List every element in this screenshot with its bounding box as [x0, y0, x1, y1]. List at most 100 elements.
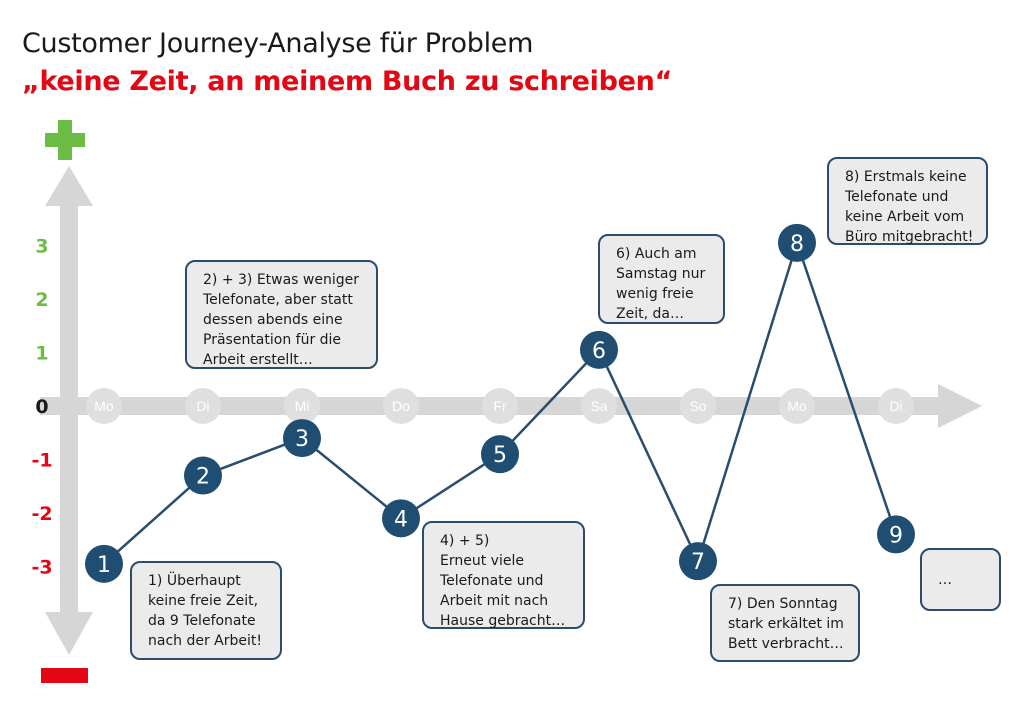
day-label: Mo — [787, 398, 807, 414]
journey-point-circle — [184, 456, 222, 495]
y-axis-label: -3 — [31, 557, 52, 579]
annotation-line: wenig freie — [616, 286, 694, 302]
page-title: Customer Journey-Analyse für Problem — [22, 28, 534, 59]
journey-point: 7 — [679, 542, 717, 581]
annotation-line: Arbeit erstellt… — [203, 352, 313, 368]
day-marker-circle — [284, 388, 320, 424]
day-marker-circle — [779, 388, 815, 424]
day-marker: So — [680, 388, 716, 424]
y-axis-label: -2 — [31, 503, 52, 525]
annotation-line: … — [938, 572, 952, 588]
plus-icon — [45, 120, 85, 160]
journey-point-label: 4 — [394, 507, 408, 532]
day-label: So — [689, 398, 706, 414]
annotation-line: Erneut viele — [440, 553, 524, 569]
journey-point: 2 — [184, 456, 222, 495]
day-marker: Do — [383, 388, 419, 424]
minus-icon — [41, 668, 88, 683]
day-marker-circle — [185, 388, 221, 424]
annotation-line: 4) + 5) — [440, 533, 490, 549]
y-axis-label: 0 — [35, 396, 48, 418]
journey-point-circle — [778, 223, 816, 262]
journey-point-circle — [877, 515, 915, 554]
day-marker: Mo — [779, 388, 815, 424]
annotation-note: 1) Überhaupt keine freie Zeit, da 9 Telefo… — [130, 561, 282, 660]
journey-point: 4 — [382, 499, 420, 538]
day-marker-circle — [383, 388, 419, 424]
annotation-line: Samstag nur — [616, 266, 706, 282]
day-marker: Mo — [86, 388, 122, 424]
journey-point-label: 2 — [196, 465, 210, 490]
annotation-note: … — [920, 548, 1001, 611]
day-marker-circle — [581, 388, 617, 424]
y-axis-label: 2 — [35, 289, 48, 311]
annotation-line: keine freie Zeit, — [148, 593, 259, 609]
annotation-line: Büro mitgebracht! — [845, 229, 974, 245]
journey-point-label: 6 — [592, 339, 606, 364]
journey-point-circle — [85, 544, 123, 583]
vertical-axis-up-arrow — [45, 166, 93, 206]
annotation-line: Telefonate, aber statt — [203, 292, 353, 308]
day-label: Do — [392, 398, 410, 414]
journey-point: 5 — [481, 435, 519, 474]
y-axis-label: 1 — [35, 343, 48, 365]
annotation-line: 1) Überhaupt — [148, 573, 241, 589]
journey-point-label: 7 — [691, 550, 705, 575]
journey-point-label: 3 — [295, 427, 309, 452]
y-axis-label: 3 — [35, 236, 48, 258]
day-label: Sa — [590, 398, 607, 414]
day-marker: Sa — [581, 388, 617, 424]
journey-point: 6 — [580, 330, 618, 369]
annotation-line: 2) + 3) Etwas weniger — [203, 272, 360, 288]
annotation-line: da 9 Telefonate — [148, 613, 256, 629]
day-label: Mo — [94, 398, 114, 414]
annotation-note: 7) Den Sonntag stark erkältet im Bett verb… — [710, 584, 860, 662]
y-axis-label: -1 — [31, 450, 52, 472]
annotation-line: Arbeit mit nach — [440, 593, 549, 609]
annotation-line: 8) Erstmals keine — [845, 169, 967, 185]
journey-point-circle — [580, 330, 618, 369]
journey-point-circle — [679, 542, 717, 581]
journey-point: 1 — [85, 544, 123, 583]
annotation-line: Präsentation für die — [203, 332, 342, 348]
journey-point: 9 — [877, 515, 915, 554]
annotation-line: Zeit, da… — [616, 306, 684, 322]
journey-point-circle — [481, 435, 519, 474]
annotation-line: Telefonate und — [845, 189, 949, 205]
vertical-axis-down-arrow — [45, 612, 93, 655]
journey-point-label: 8 — [790, 232, 804, 257]
journey-point-label: 1 — [97, 553, 111, 578]
day-marker: Di — [185, 388, 221, 424]
journey-point-circle — [283, 419, 321, 458]
journey-point-label: 5 — [493, 443, 507, 468]
annotation-line: nach der Arbeit! — [148, 633, 263, 649]
page-subtitle: „keine Zeit, an meinem Buch zu schreiben… — [22, 66, 673, 97]
journey-point: 8 — [778, 223, 816, 262]
journey-point-label: 9 — [889, 523, 903, 548]
annotation-line: dessen abends eine — [203, 312, 343, 328]
day-marker: Di — [878, 388, 914, 424]
annotation-line: stark erkältet im — [728, 616, 844, 632]
day-label: Di — [196, 398, 209, 414]
day-marker-circle — [86, 388, 122, 424]
day-label: Di — [889, 398, 902, 414]
day-marker: Mi — [284, 388, 320, 424]
annotation-line: 6) Auch am — [616, 246, 697, 262]
day-marker-circle — [482, 388, 518, 424]
annotation-line: Bett verbracht… — [728, 636, 844, 652]
journey-point: 3 — [283, 419, 321, 458]
annotation-line: 7) Den Sonntag — [728, 596, 838, 612]
annotation-line: Hause gebracht… — [440, 613, 566, 629]
annotation-line: Telefonate und — [440, 573, 544, 589]
day-marker: Fr — [482, 388, 518, 424]
day-label: Mi — [295, 398, 310, 414]
day-marker-circle — [878, 388, 914, 424]
day-marker-circle — [680, 388, 716, 424]
annotation-line: keine Arbeit vom — [845, 209, 965, 225]
day-label: Fr — [493, 398, 507, 414]
